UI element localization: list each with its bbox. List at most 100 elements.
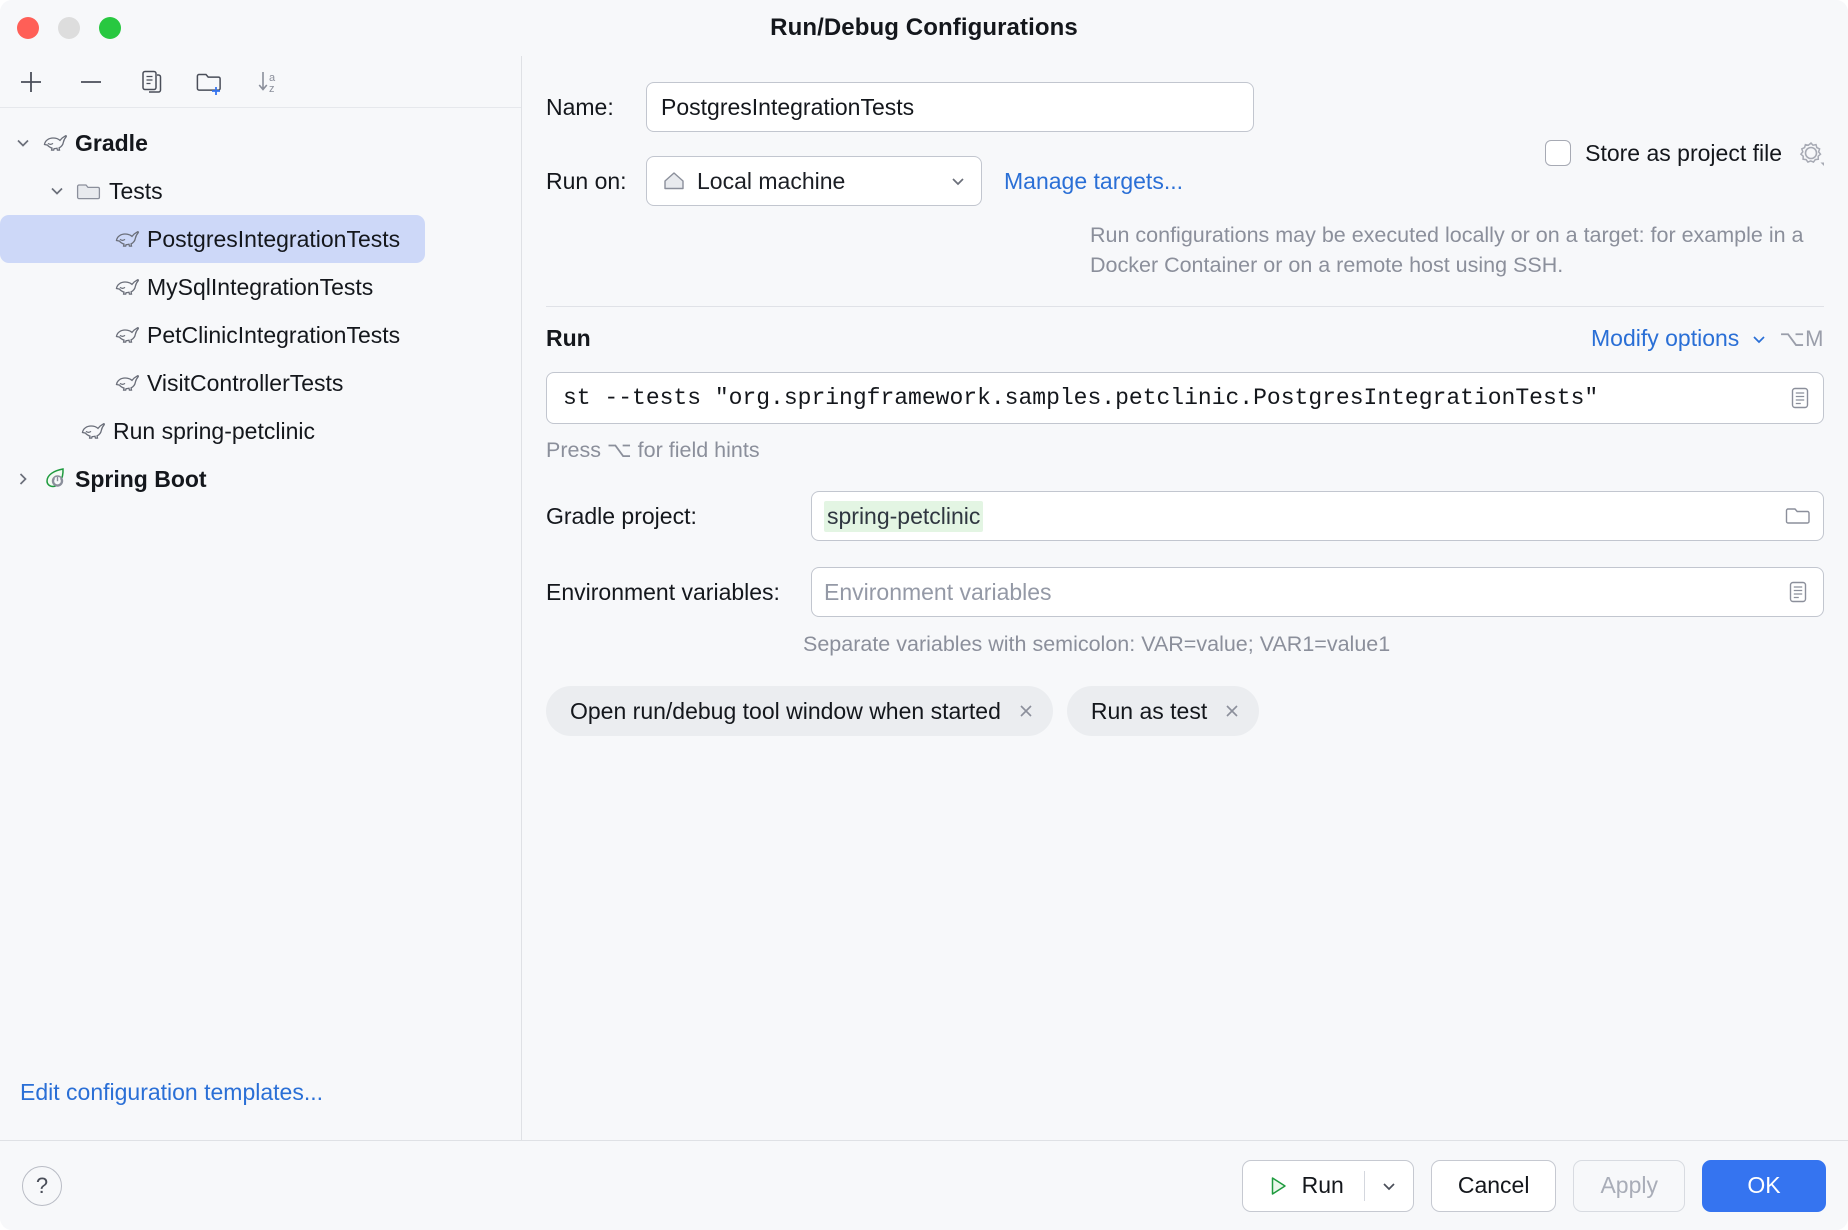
chip-open-run-debug-tool-window[interactable]: Open run/debug tool window when started [546, 686, 1053, 736]
tree-item-gradle[interactable]: Gradle [0, 119, 521, 167]
chip-label: Open run/debug tool window when started [570, 698, 1001, 725]
new-folder-button[interactable] [194, 65, 228, 99]
gradle-project-label: Gradle project: [546, 503, 811, 530]
sidebar-toolbar: a z [0, 56, 521, 108]
folder-browse-icon[interactable] [1783, 502, 1813, 530]
tree-item-spring-boot[interactable]: Spring Boot [0, 455, 521, 503]
gradle-project-row: Gradle project: spring-petclinic [522, 491, 1848, 541]
environment-variables-label: Environment variables: [546, 579, 811, 606]
dialog-title: Run/Debug Configurations [0, 14, 1848, 42]
chevron-down-icon[interactable] [6, 126, 40, 160]
dialog-footer: ? Run Cancel Apply OK [0, 1140, 1848, 1230]
expand-editor-icon[interactable] [1785, 383, 1815, 413]
run-section-header: Run Modify options ⌥M [522, 325, 1848, 352]
environment-variables-field[interactable]: Environment variables [811, 567, 1824, 617]
run-on-label: Run on: [546, 168, 646, 195]
gradle-elephant-icon [112, 272, 144, 302]
title-bar: Run/Debug Configurations [0, 0, 1848, 56]
name-input[interactable]: PostgresIntegrationTests [646, 82, 1254, 132]
chevron-right-icon[interactable] [6, 462, 40, 496]
folder-icon [74, 176, 106, 206]
tree-item-label: Run spring-petclinic [113, 418, 315, 445]
configuration-editor-panel: Name: PostgresIntegrationTests Store as … [522, 56, 1848, 1140]
chevron-down-icon[interactable] [1749, 329, 1769, 349]
gradle-elephant-icon [112, 320, 144, 350]
tree-item-label: MySqlIntegrationTests [147, 274, 373, 301]
gradle-elephant-icon [40, 128, 72, 158]
footer-actions: Run Cancel Apply OK [1242, 1160, 1826, 1212]
environment-variables-placeholder: Environment variables [824, 579, 1052, 606]
manage-targets-link[interactable]: Manage targets... [1004, 168, 1183, 195]
home-icon [661, 168, 687, 194]
configurations-tree: Gradle Tests [0, 108, 521, 1140]
run-dropdown-button[interactable] [1365, 1161, 1413, 1211]
run-split-button[interactable]: Run [1242, 1160, 1414, 1212]
run-command-field[interactable]: st --tests "org.springframework.samples.… [546, 372, 1824, 424]
edit-configuration-templates-link[interactable]: Edit configuration templates... [20, 1079, 323, 1106]
tree-item-run-spring-petclinic[interactable]: Run spring-petclinic [0, 407, 521, 455]
run-button-label: Run [1302, 1172, 1344, 1199]
dialog-body: a z Gradle [0, 56, 1848, 1140]
run-button[interactable]: Run [1243, 1161, 1364, 1211]
chip-run-as-test[interactable]: Run as test [1067, 686, 1259, 736]
run-on-select[interactable]: Local machine [646, 156, 982, 206]
chevron-down-icon[interactable] [947, 170, 969, 192]
minimize-window-button[interactable] [58, 17, 80, 39]
gradle-elephant-icon [78, 416, 110, 446]
store-as-project-file-label: Store as project file [1585, 140, 1782, 167]
help-button[interactable]: ? [22, 1166, 62, 1206]
run-command-value[interactable]: st --tests "org.springframework.samples.… [563, 385, 1785, 411]
gradle-elephant-icon [112, 368, 144, 398]
traffic-lights [17, 17, 121, 39]
configurations-sidebar: a z Gradle [0, 56, 522, 1140]
tree-item-label: Gradle [75, 130, 148, 157]
chevron-down-icon[interactable] [40, 174, 74, 208]
gradle-project-field[interactable]: spring-petclinic [811, 491, 1824, 541]
gradle-project-value-wrap: spring-petclinic [812, 501, 1783, 532]
close-icon[interactable] [1221, 700, 1243, 722]
tree-item-visit-controller-tests[interactable]: VisitControllerTests [0, 359, 521, 407]
run-on-hint: Run configurations may be executed local… [522, 220, 1848, 280]
cancel-button[interactable]: Cancel [1431, 1160, 1557, 1212]
section-divider [546, 306, 1824, 307]
gear-icon[interactable] [1796, 138, 1826, 168]
store-as-project-file-row: Store as project file [1545, 138, 1826, 168]
field-hints-text: Press ⌥ for field hints [522, 435, 1848, 465]
close-icon[interactable] [1015, 700, 1037, 722]
name-row: Name: PostgresIntegrationTests [522, 82, 1848, 132]
environment-variables-row: Environment variables: Environment varia… [522, 567, 1848, 617]
run-on-value: Local machine [697, 168, 937, 195]
tree-item-tests[interactable]: Tests [0, 167, 521, 215]
close-window-button[interactable] [17, 17, 39, 39]
svg-text:z: z [269, 83, 275, 95]
ok-button[interactable]: OK [1702, 1160, 1826, 1212]
store-as-project-file-checkbox[interactable] [1545, 140, 1571, 166]
spring-boot-leaf-icon [40, 464, 72, 494]
zoom-window-button[interactable] [99, 17, 121, 39]
name-label: Name: [546, 94, 646, 121]
apply-button: Apply [1573, 1160, 1685, 1212]
tree-item-postgres-integration-tests[interactable]: PostgresIntegrationTests [0, 215, 425, 263]
gradle-elephant-icon [112, 224, 144, 254]
option-chips: Open run/debug tool window when started … [522, 686, 1848, 736]
tree-item-label: PetClinicIntegrationTests [147, 322, 400, 349]
add-configuration-button[interactable] [14, 65, 48, 99]
modify-options-shortcut: ⌥M [1779, 326, 1824, 352]
play-icon [1265, 1173, 1291, 1199]
sort-configurations-button[interactable]: a z [254, 65, 288, 99]
tree-item-mysql-integration-tests[interactable]: MySqlIntegrationTests [0, 263, 521, 311]
tree-item-label: PostgresIntegrationTests [147, 226, 400, 253]
expand-editor-icon[interactable] [1783, 577, 1813, 607]
chip-label: Run as test [1091, 698, 1207, 725]
copy-configuration-button[interactable] [134, 65, 168, 99]
tree-item-petclinic-integration-tests[interactable]: PetClinicIntegrationTests [0, 311, 521, 359]
tree-item-label: Tests [109, 178, 163, 205]
remove-configuration-button[interactable] [74, 65, 108, 99]
environment-variables-hint: Separate variables with semicolon: VAR=v… [522, 629, 1848, 659]
gradle-project-value: spring-petclinic [824, 501, 983, 532]
run-section-title: Run [546, 325, 591, 352]
tree-item-label: Spring Boot [75, 466, 207, 493]
modify-options-link[interactable]: Modify options [1591, 325, 1739, 352]
environment-variables-value-wrap: Environment variables [812, 579, 1783, 606]
